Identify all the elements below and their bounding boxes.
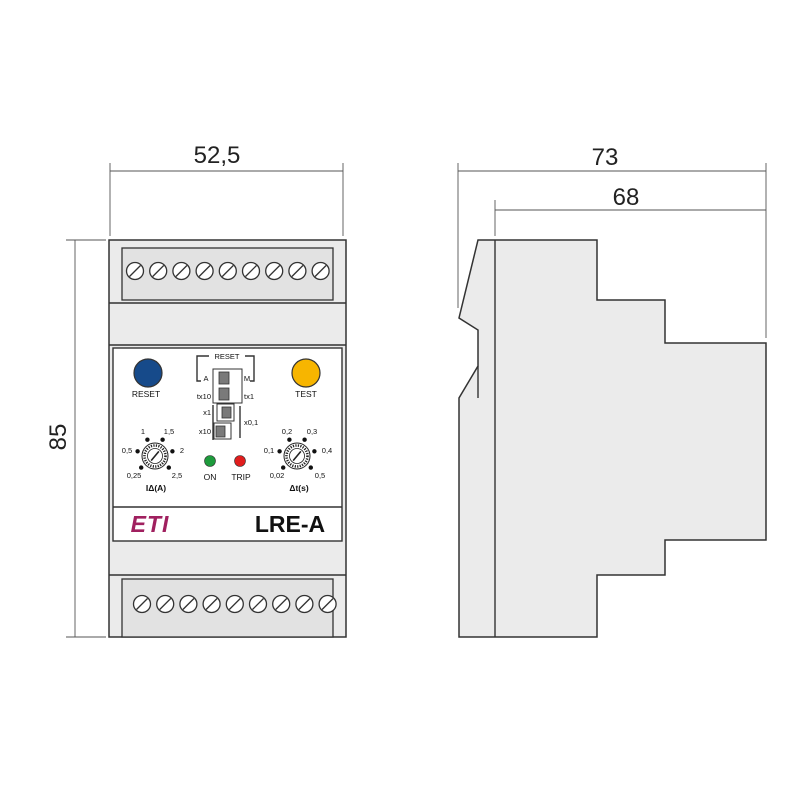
- time-dial: 0,2 0,3 0,1 0,4 0,02 0,5 Δt(s): [264, 427, 332, 493]
- height-dimension-label: 85: [45, 424, 72, 451]
- test-button-label: TEST: [295, 389, 317, 399]
- on-led-label: ON: [204, 472, 217, 482]
- reset-button: [133, 358, 163, 388]
- time-scale-0-3: 0,3: [307, 427, 317, 436]
- side-depth-body-dimension: 68: [494, 184, 766, 236]
- dial-dot: [170, 449, 175, 454]
- terminal-screw: [195, 261, 214, 281]
- terminal-screw: [318, 594, 337, 614]
- dip-label-x0-1: x0,1: [244, 418, 258, 427]
- terminal-screw: [179, 594, 198, 614]
- top-terminal-screws: [125, 261, 330, 281]
- dial-dot: [312, 449, 317, 454]
- front-width-dimension: 52,5: [109, 142, 344, 236]
- terminal-screw: [311, 261, 330, 281]
- terminal-screw: [248, 594, 268, 614]
- dip-switch-block: RESET A M tx10 tx1 x1 x10 x0,1: [196, 352, 258, 440]
- time-scale-0-4: 0,4: [322, 446, 332, 455]
- dial-dot: [281, 465, 286, 470]
- time-dial-label: Δt(s): [289, 483, 308, 493]
- current-dial: 1 1,5 0,5 2 0,25 2,5 IΔ(A): [122, 427, 184, 493]
- trip-led-label: TRIP: [231, 472, 251, 482]
- dip-switch-3-slider: [215, 425, 226, 438]
- time-dial-knob: [283, 442, 311, 470]
- dip-switch-1-slider-top: [218, 371, 230, 385]
- dial-dot: [166, 465, 171, 470]
- front-view: RESET TEST RESET A M tx10 tx1 x1 x10 x0,…: [108, 239, 347, 638]
- width-dimension-label: 52,5: [194, 142, 241, 169]
- dip-label-m: M: [244, 374, 250, 383]
- side-depth-total-dimension: 73: [457, 144, 767, 338]
- time-scale-0-2: 0,2: [282, 427, 292, 436]
- brand-logo: ETI: [131, 511, 170, 537]
- dip-label-x1: x1: [203, 408, 211, 417]
- terminal-screw: [132, 594, 152, 614]
- dial-dot: [145, 437, 150, 442]
- terminal-screw: [295, 594, 314, 614]
- current-scale-1-5: 1,5: [164, 427, 174, 436]
- terminal-screw: [172, 261, 191, 281]
- current-dial-knob: [141, 442, 169, 470]
- terminal-screw: [288, 261, 307, 281]
- dial-dot: [135, 449, 140, 454]
- time-scale-0-1: 0,1: [264, 446, 274, 455]
- terminal-screw: [241, 261, 261, 281]
- terminal-screw: [149, 261, 168, 281]
- terminal-screw: [218, 261, 237, 281]
- dip-label-a: A: [203, 374, 208, 383]
- trip-led: [234, 455, 246, 467]
- time-scale-0-5: 0,5: [315, 471, 325, 480]
- test-button: [291, 358, 321, 388]
- side-view: [458, 239, 767, 638]
- terminal-screw: [202, 594, 221, 614]
- current-scale-0-25: 0,25: [127, 471, 142, 480]
- on-led: [204, 455, 216, 467]
- time-scale-0-02: 0,02: [270, 471, 285, 480]
- dial-dot: [139, 465, 144, 470]
- time-dial-dots: [277, 437, 317, 470]
- dip-label-tx1: tx1: [244, 392, 254, 401]
- current-scale-2-5: 2,5: [172, 471, 182, 480]
- terminal-screw: [225, 594, 244, 614]
- current-scale-2: 2: [180, 446, 184, 455]
- dip-switch-1-slider-bottom: [218, 387, 230, 401]
- terminal-screw: [265, 261, 284, 281]
- terminal-screw: [125, 261, 145, 281]
- dial-dot: [287, 437, 292, 442]
- dip-header-label: RESET: [214, 352, 239, 361]
- dip-label-tx10: tx10: [197, 392, 211, 401]
- front-height-dimension: 85: [45, 239, 106, 638]
- depth-total-dimension-label: 73: [592, 144, 619, 171]
- dial-dot: [308, 465, 313, 470]
- depth-body-dimension-label: 68: [613, 184, 640, 211]
- terminal-screw: [272, 594, 291, 614]
- reset-button-label: RESET: [132, 389, 160, 399]
- current-dial-label: IΔ(A): [146, 483, 166, 493]
- dip-switch-2-slider: [221, 406, 232, 419]
- model-name: LRE-A: [255, 511, 325, 537]
- current-scale-1: 1: [141, 427, 145, 436]
- terminal-screw: [156, 594, 175, 614]
- dial-dot: [277, 449, 282, 454]
- dial-dot: [302, 437, 307, 442]
- device-body-side: [458, 239, 767, 638]
- dip-label-x10: x10: [199, 427, 211, 436]
- dial-dot: [160, 437, 165, 442]
- bottom-terminal-screws: [132, 594, 337, 614]
- current-scale-0-5: 0,5: [122, 446, 132, 455]
- current-dial-dots: [135, 437, 175, 470]
